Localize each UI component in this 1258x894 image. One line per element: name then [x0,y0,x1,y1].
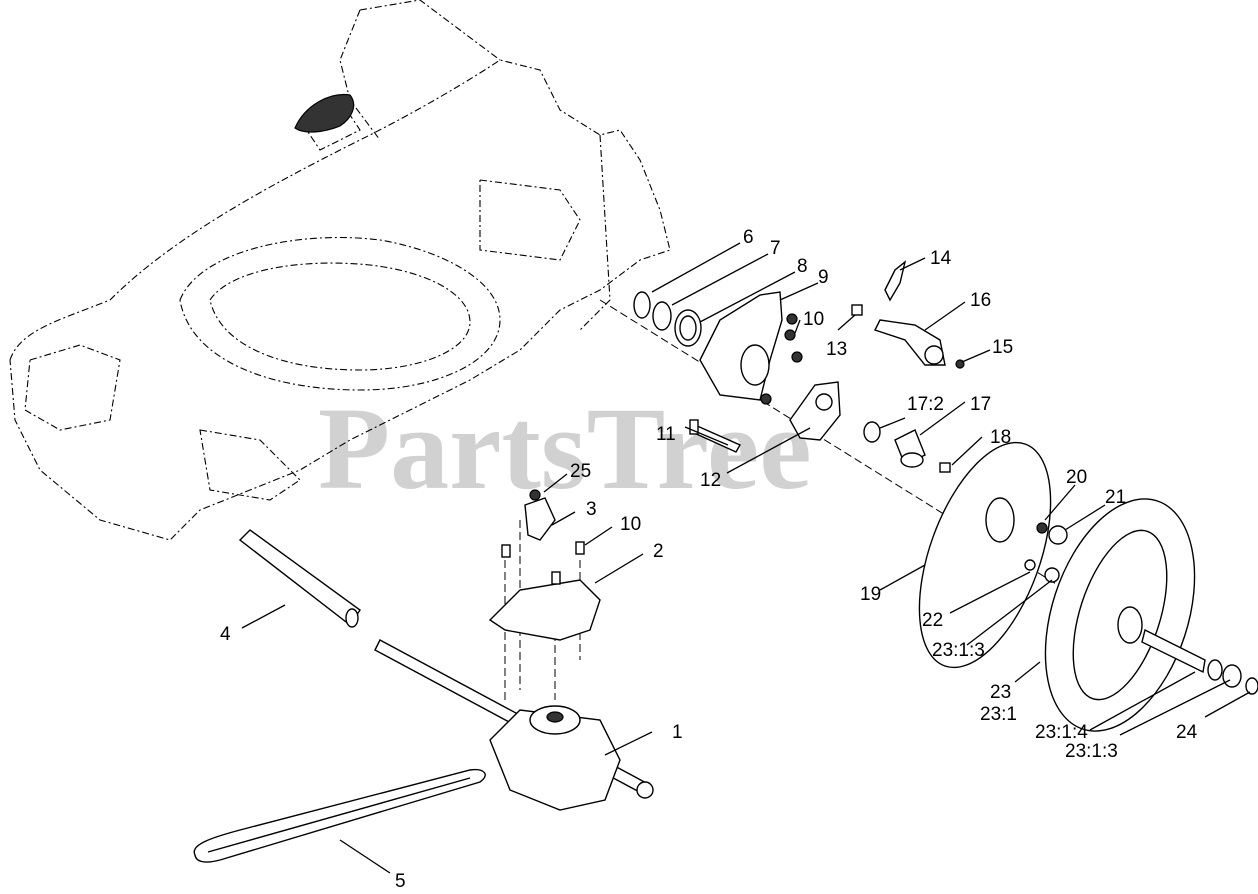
callout-9: 9 [818,267,829,288]
callout-15: 15 [992,337,1013,358]
callout-18: 18 [990,427,1011,448]
pivot-bushing [863,421,951,473]
callout-11: 11 [656,424,676,445]
callout-8: 8 [797,256,808,277]
callout-1: 1 [672,722,683,743]
callout-17-2: 17:2 [907,394,944,415]
callout-22: 22 [922,610,943,631]
callout-12: 12 [700,470,721,491]
callout-2: 2 [653,541,664,562]
callout-23: 23 [990,682,1011,703]
callout-23-1-3-upper: 23:1:3 [932,640,985,661]
rear-wheel [1044,498,1258,732]
shield-and-belt [193,529,486,863]
transmission-bracket [488,489,601,641]
callout-16: 16 [970,290,991,311]
callout-6: 6 [743,227,754,248]
callout-24: 24 [1176,722,1198,743]
callout-21: 21 [1105,487,1126,508]
callout-14: 14 [930,248,952,269]
callout-7: 7 [770,238,781,259]
callout-4: 4 [220,624,231,645]
bearing-rings [633,291,702,347]
callout-3: 3 [586,499,597,520]
callout-19: 19 [860,584,881,605]
callout-10-upper: 10 [803,309,824,330]
callout-5: 5 [395,871,406,892]
callout-23-1-3-lower: 23:1:3 [1065,741,1118,762]
bolt-and-bracket [689,381,841,453]
callout-17: 17 [970,394,991,415]
callout-13: 13 [826,339,847,360]
callout-labels: 6 7 8 9 10 13 14 16 15 17:2 17 18 11 12 … [220,227,1198,892]
mower-deck-ghost [9,0,671,541]
callout-10-lower: 10 [620,514,641,535]
transmission [374,639,654,811]
callout-23-1: 23:1 [980,704,1017,725]
callout-20: 20 [1066,467,1087,488]
leader-lines [241,242,1251,874]
callout-25: 25 [570,461,591,482]
height-adjust-lever [851,260,965,369]
callout-23-1-4: 23:1:4 [1035,722,1088,743]
height-adjust-plate [699,291,803,405]
